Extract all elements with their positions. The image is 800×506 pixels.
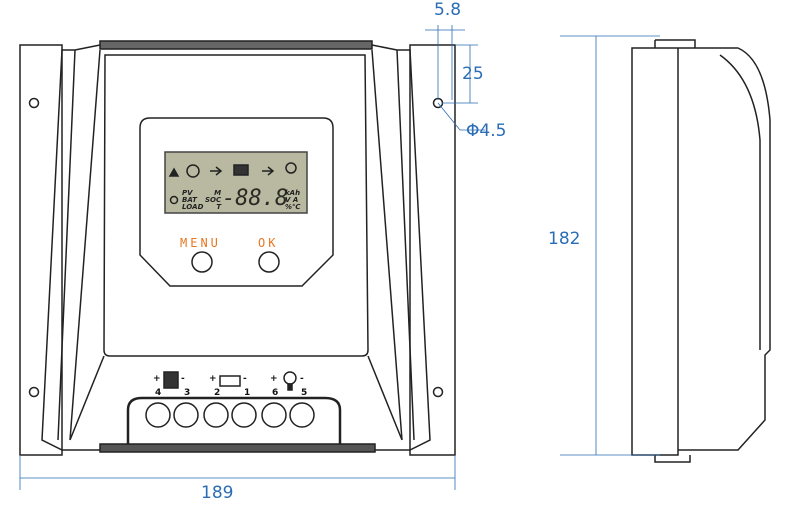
mount-hole [28, 97, 40, 109]
terminal-minus: - [300, 374, 304, 384]
dim-line-189 [19, 455, 456, 490]
dim-line-5.8 [425, 25, 465, 100]
terminal-5 [289, 402, 315, 428]
terminal-minus: - [243, 374, 247, 384]
terminal-number: 1 [244, 388, 251, 398]
menu-label: MENU [180, 236, 221, 250]
terminal-3 [173, 402, 199, 428]
dim-hole-diameter: Φ4.5 [466, 121, 507, 141]
terminal-4 [145, 402, 171, 428]
terminal-plus: + [153, 374, 161, 384]
top-cap [99, 40, 373, 50]
terminal-2 [203, 402, 229, 428]
ok-button [258, 251, 280, 273]
display-bezel [139, 117, 334, 287]
lcd-screen [164, 151, 308, 214]
warning-icon [168, 167, 180, 177]
leader-phi [437, 102, 485, 131]
terminal-number: 5 [301, 388, 308, 398]
mount-hole [432, 386, 444, 398]
gear-icon [169, 195, 179, 205]
arrow-icon [210, 166, 275, 176]
lcd-bulb-icon [285, 162, 297, 174]
dim-hole-spacing: 25 [462, 64, 484, 84]
side-view [631, 47, 771, 456]
lcd-digits: -88.8 [222, 186, 289, 211]
dim-top-offset: 5.8 [434, 0, 462, 20]
dim-width: 189 [201, 483, 234, 503]
dim-height: 182 [548, 229, 581, 249]
terminal-number: 2 [214, 388, 221, 398]
terminal-number: 6 [272, 388, 279, 398]
mount-hole [28, 386, 40, 398]
solar-panel-icon [163, 371, 179, 389]
terminal-number: 4 [155, 388, 162, 398]
front-panel [103, 54, 369, 357]
lcd-battery-icon [233, 164, 249, 176]
terminal-6 [261, 402, 287, 428]
terminal-block [126, 396, 342, 444]
terminal-number: 3 [184, 388, 191, 398]
terminal-1 [231, 402, 257, 428]
terminal-minus: - [181, 374, 185, 384]
battery-icon [219, 375, 241, 387]
dim-line-182 [560, 35, 660, 456]
ok-label: OK [258, 236, 279, 250]
terminal-plus: + [209, 374, 217, 384]
sun-icon [186, 164, 200, 178]
menu-button [191, 251, 213, 273]
terminal-plus: + [270, 374, 278, 384]
dim-line-25 [442, 44, 478, 104]
controller-body [41, 44, 431, 451]
bulb-icon [283, 371, 297, 385]
